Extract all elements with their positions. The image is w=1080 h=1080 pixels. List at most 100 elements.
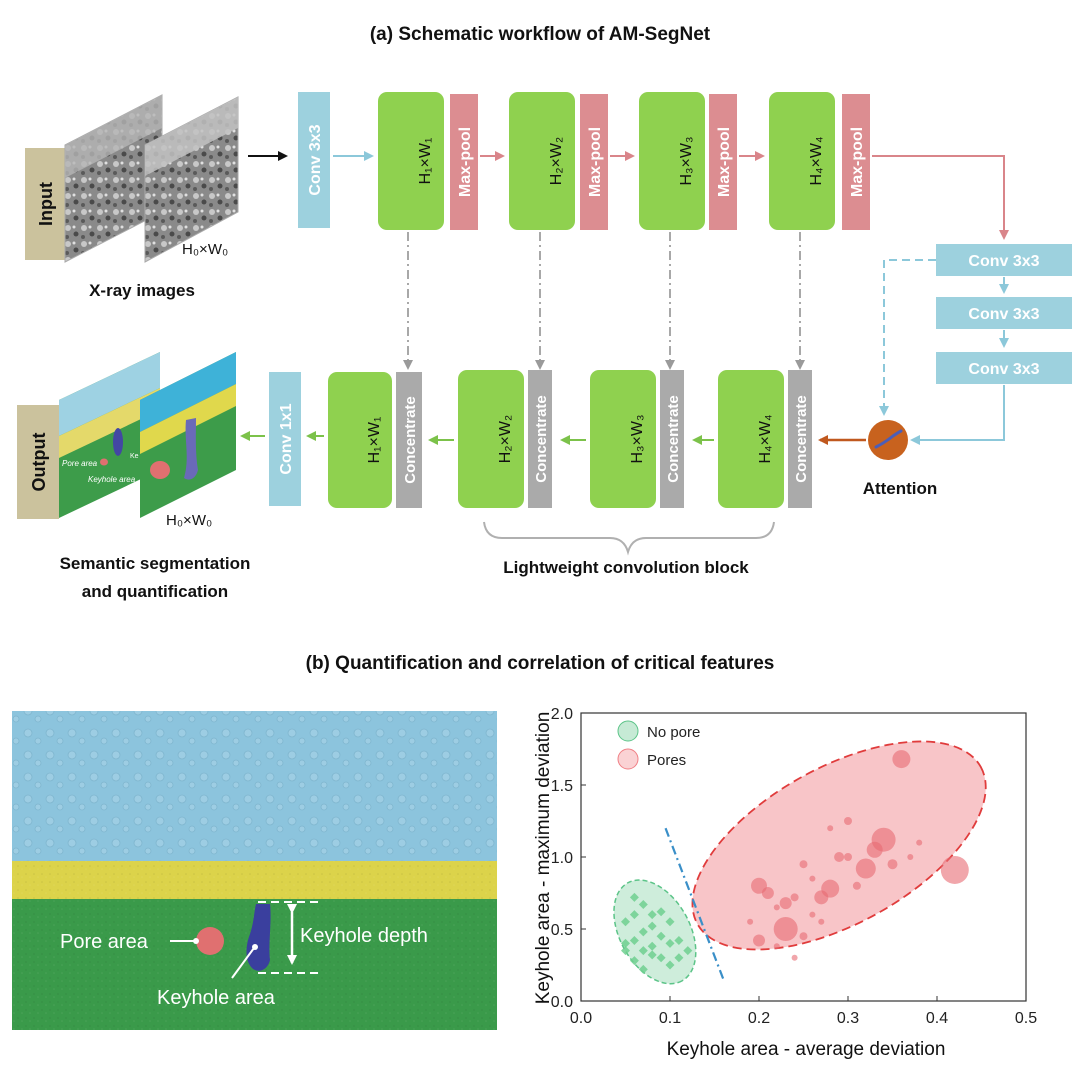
no-pore-point (665, 960, 675, 970)
arrow-bn1-attention-dashed (879, 259, 936, 416)
concat-3 (660, 370, 684, 508)
keyhole-leader-dot (252, 944, 258, 950)
panel-a-title: (a) Schematic workflow of AM-SegNet (370, 24, 711, 45)
encoder-2: H₂×W₂ Max-pool (509, 92, 608, 230)
concat-1-label: Concentrate (402, 396, 419, 484)
decoder-block-3-label: H₃×W₃ (629, 414, 646, 463)
pores-point (818, 918, 825, 925)
brace-label: Lightweight convolution block (503, 558, 749, 577)
concat-1 (396, 372, 422, 508)
pores-point (799, 860, 808, 869)
pores-point (773, 904, 780, 911)
maxpool-3 (709, 94, 737, 230)
input-label-box (25, 148, 65, 260)
no-pore-point (638, 964, 648, 974)
x-tick-label: 0.5 (1015, 1010, 1037, 1027)
attention-icon (874, 429, 903, 449)
pores-point (773, 943, 780, 950)
y-axis-label: Keyhole area - maximum deviation (533, 712, 554, 1005)
keyhole-leader (231, 947, 255, 979)
arrow-bn3-attention (910, 385, 1005, 445)
seg-keyhole-area-label: Keyhole area (157, 987, 276, 1009)
arrow-enc4-bottleneck (872, 155, 1009, 240)
xray-image-back-top (65, 95, 162, 178)
concat-3-label: Concentrate (665, 395, 682, 483)
legend-marker-no-pore (617, 720, 639, 742)
segmentation-image: Pore area Keyhole depth Keyhole area (12, 711, 497, 1030)
no-pore-point (629, 956, 639, 966)
no-pore-point (638, 927, 648, 937)
output-label: Output (29, 433, 49, 492)
y-tick-label: 0.5 (551, 922, 573, 939)
output-caption-2: and quantification (82, 582, 228, 601)
pores-point (892, 750, 911, 769)
maxpool-2 (580, 94, 608, 230)
separator-line (664, 827, 725, 980)
x-tick-label: 0.1 (659, 1010, 681, 1027)
legend-label-pores: Pores (647, 752, 686, 769)
output-pore-tag: Pore area (62, 459, 98, 468)
decoder-4: H₄×W₄ Concentrate (718, 370, 812, 508)
x-axis-label: Keyhole area - average deviation (667, 1039, 946, 1060)
encoder-block-4-label: H₄×W₄ (808, 136, 825, 185)
bottleneck-conv-1-label: Conv 3x3 (968, 253, 1039, 270)
output-depth-tag: Ke (130, 453, 139, 460)
panel-b-title: (b) Quantification and correlation of cr… (306, 653, 775, 674)
bottleneck-conv-3 (936, 352, 1072, 384)
decoder-block-4 (718, 370, 784, 508)
concat-2-label: Concentrate (533, 395, 550, 483)
no-pore-point (656, 931, 666, 941)
input-caption: X-ray images (89, 281, 195, 300)
encoder-block-1 (378, 92, 444, 230)
legend-label-no-pore: No pore (647, 724, 700, 741)
decoder-block-1 (328, 372, 392, 508)
pores-point (940, 855, 969, 884)
conv-out-label: Conv 1x1 (278, 403, 295, 474)
no-pore-point (683, 946, 693, 956)
bottleneck-conv-2-label: Conv 3x3 (968, 306, 1039, 323)
x-tick-label: 0.3 (837, 1010, 859, 1027)
pores-point (809, 911, 816, 918)
no-pore-point (621, 917, 630, 927)
no-pore-point (621, 946, 630, 956)
no-pore-point (647, 910, 657, 920)
no-pore-point (674, 936, 684, 946)
pores-point (747, 918, 754, 925)
no-pore-point (647, 950, 657, 960)
pores-point (773, 917, 798, 941)
pores-point (790, 893, 799, 902)
pores-point (791, 954, 798, 961)
no-pore-point (638, 946, 648, 956)
encoder-3: H₃×W₃ Max-pool (639, 92, 737, 230)
concat-4-label: Concentrate (793, 395, 810, 483)
decoder-block-3 (590, 370, 656, 508)
x-tick-label: 0.0 (570, 1010, 592, 1027)
output-image-back: Pore area Keyhole area Ke (59, 352, 160, 518)
seg-pore-label: Pore area (60, 931, 149, 953)
pores-point (855, 858, 876, 879)
pores-point (887, 859, 898, 870)
encoder-block-3-label: H₃×W₃ (678, 136, 695, 185)
no-pore-point (656, 953, 666, 963)
conv-first (298, 92, 330, 228)
pores-point (866, 841, 883, 858)
y-tick-label: 1.0 (551, 850, 573, 867)
pores-point (827, 825, 834, 832)
bottleneck-conv-1 (936, 244, 1072, 276)
conv-out (269, 372, 301, 506)
y-tick-label: 1.5 (551, 778, 573, 795)
output-label-box (17, 405, 59, 519)
no-pore-point (665, 917, 675, 927)
encoder-1: H₁×W₁ Max-pool (378, 92, 478, 230)
output-image-front (140, 352, 236, 518)
no-pore-point (629, 936, 639, 946)
decoder-block-2 (458, 370, 524, 508)
maxpool-4-label: Max-pool (849, 127, 866, 197)
xray-image-front-top (145, 97, 238, 176)
decoder-block-2-label: H₂×W₂ (497, 415, 514, 463)
output-caption-1: Semantic segmentation (60, 554, 251, 573)
maxpool-1-label: Max-pool (457, 127, 474, 197)
lightweight-block-brace (483, 521, 775, 556)
